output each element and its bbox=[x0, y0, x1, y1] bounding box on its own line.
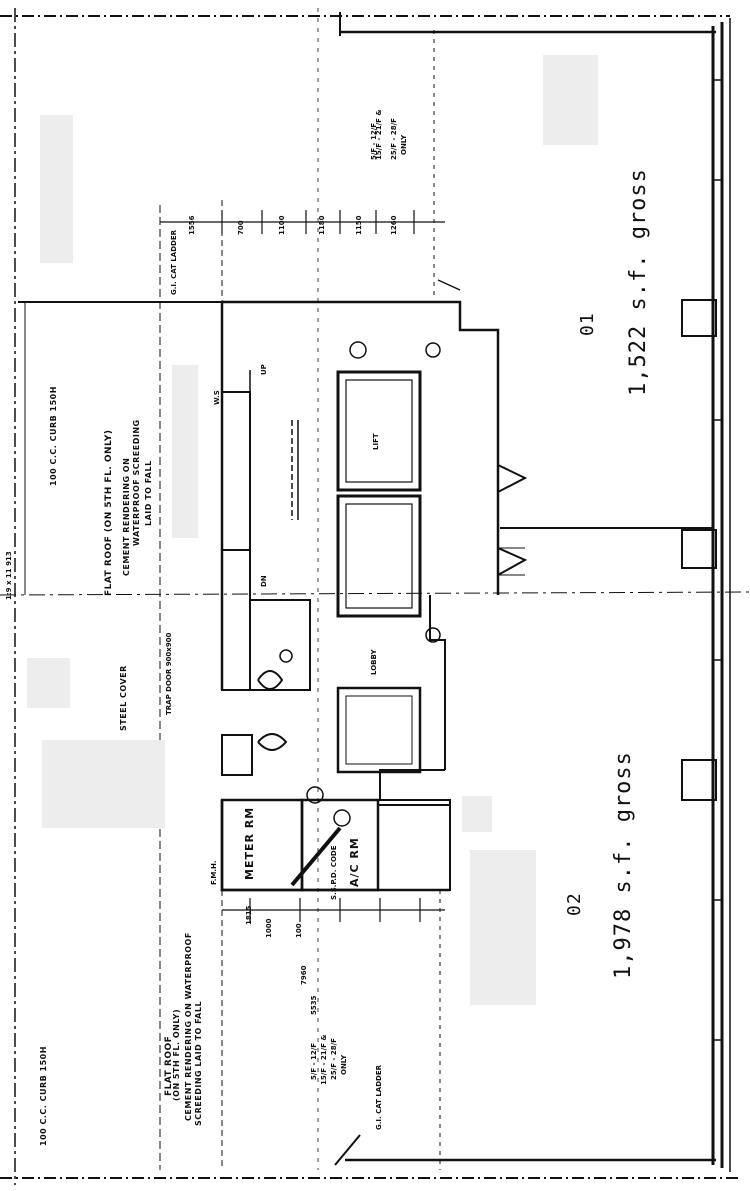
redaction-block bbox=[172, 365, 198, 538]
window-note-bottom-2: 15/F - 21/F & bbox=[320, 1034, 328, 1085]
dim-label: 7960 bbox=[300, 965, 308, 985]
dim-label: 1815 bbox=[245, 905, 253, 925]
flat-roof-upper-line-1: FLAT ROOF (ON 5TH FL. ONLY) bbox=[104, 429, 114, 596]
lift-shaft-2 bbox=[336, 494, 422, 618]
ws-label: W.S bbox=[213, 390, 221, 405]
lift-shaft-1 bbox=[336, 370, 422, 492]
unit-02-number: 02 bbox=[564, 892, 585, 916]
window-note-top-3: 25/F - 28/F bbox=[390, 118, 398, 160]
dim-label: 1150 bbox=[355, 215, 363, 235]
lobby-label: LOBBY bbox=[370, 649, 378, 675]
flat-roof-lower-line-4: SCREEDING LAID TO FALL bbox=[194, 1000, 203, 1126]
cat-ladder-label-bottom: G.I. CAT LADDER bbox=[375, 1065, 383, 1130]
dim-label: 100 bbox=[295, 923, 303, 938]
flat-roof-upper-line-4: LAID TO FALL bbox=[144, 460, 153, 526]
stair-1 bbox=[221, 391, 251, 551]
dim-label: 1180 bbox=[318, 215, 326, 235]
dim-left-label: 1:9 x 11 913 bbox=[5, 551, 13, 600]
fmh-label: F.M.H. bbox=[210, 860, 218, 885]
door-swing-2 bbox=[497, 547, 528, 576]
window-note-bottom-3: 25/F - 28/F bbox=[330, 1038, 338, 1080]
door-swing-1 bbox=[497, 464, 528, 493]
ac-room-codes: S.S.P.D. CODE bbox=[330, 845, 338, 901]
dim-label: 5535 bbox=[310, 995, 318, 1015]
core-outline-top bbox=[222, 300, 500, 595]
cat-ladder-label-top: G.I. CAT LADDER bbox=[170, 230, 178, 295]
redaction-block bbox=[27, 658, 70, 708]
curb-note-top: 100 C.C. CURB 150H bbox=[49, 386, 58, 486]
toilet-room bbox=[249, 599, 311, 691]
steel-cover-label: STEEL COVER bbox=[119, 665, 128, 731]
redaction-block bbox=[543, 55, 598, 145]
window-note-bottom-4: ONLY bbox=[340, 1054, 348, 1075]
window-note-bottom-1: 5/F - 12/F bbox=[310, 1042, 318, 1080]
curb-note-bottom: 100 C.C. CURB 150H bbox=[39, 1046, 48, 1146]
dim-label: 1000 bbox=[265, 918, 273, 938]
dim-label: 1556 bbox=[188, 215, 196, 235]
unit-01-number: 01 bbox=[577, 312, 598, 336]
redaction-block bbox=[462, 796, 492, 832]
unit-01-area: 1,522 s.f. gross bbox=[626, 168, 651, 396]
column-2 bbox=[681, 529, 717, 569]
up-label: UP bbox=[260, 364, 268, 375]
grid-line-middle bbox=[0, 591, 750, 596]
meter-room bbox=[220, 798, 304, 892]
dn-label: DN bbox=[260, 575, 268, 587]
duct-room bbox=[377, 804, 451, 891]
dim-label: 700 bbox=[237, 220, 245, 235]
flat-roof-upper-line-3: WATERPROOF SCREEDING bbox=[132, 419, 141, 546]
window-note-top-4: ONLY bbox=[400, 134, 408, 155]
ac-room-label: A/C RM bbox=[348, 837, 361, 887]
ac-room bbox=[300, 798, 380, 892]
trap-door-label: TRAP DOOR 900x900 bbox=[165, 632, 173, 715]
dim-label: 1260 bbox=[390, 215, 398, 235]
column-1 bbox=[681, 299, 717, 337]
redaction-block bbox=[470, 850, 536, 1005]
ac-room-diagonal bbox=[290, 826, 342, 887]
flat-roof-lower-line-2: (ON 5TH FL. ONLY) bbox=[172, 1008, 181, 1101]
dim-label: 1100 bbox=[278, 215, 286, 235]
unit-02-area: 1,978 s.f. gross bbox=[611, 751, 636, 979]
lift-shaft-3 bbox=[336, 686, 422, 774]
column-3 bbox=[681, 759, 717, 801]
stair-2 bbox=[221, 549, 251, 691]
meter-room-label: METER RM bbox=[243, 806, 256, 880]
redaction-block bbox=[42, 740, 165, 828]
window-note-top-2: 15/F - 21/F & bbox=[375, 109, 383, 160]
redaction-block bbox=[40, 115, 73, 263]
lift-label: LIFT bbox=[372, 433, 380, 450]
